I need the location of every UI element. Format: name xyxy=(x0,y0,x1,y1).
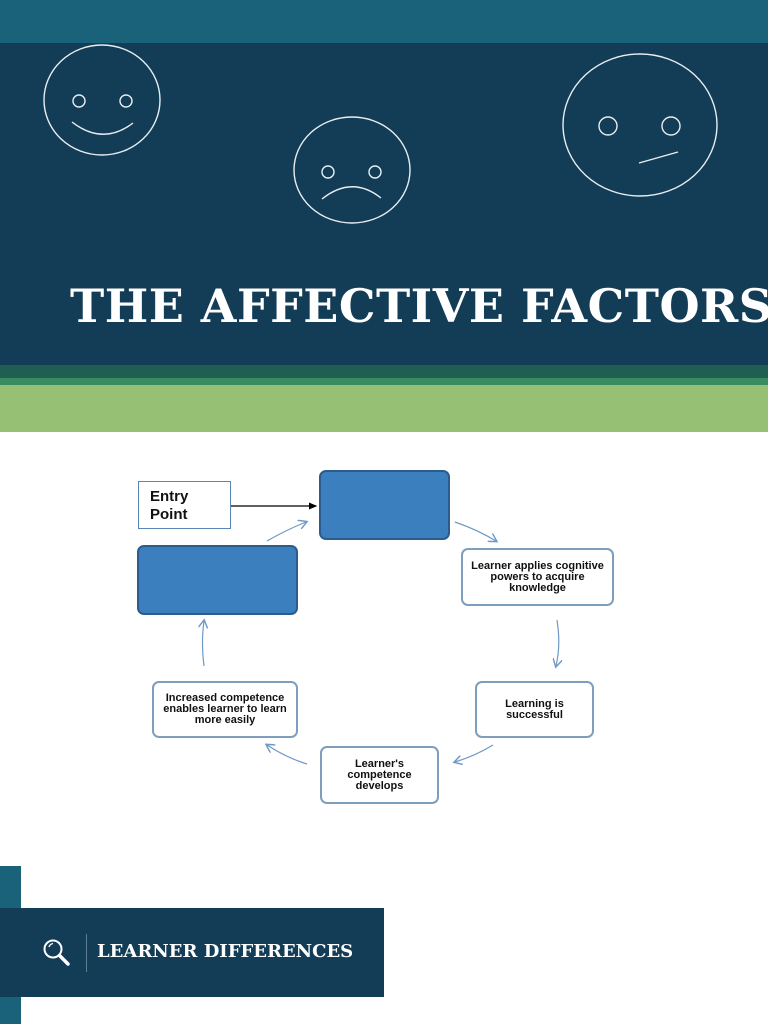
cycle-arrows xyxy=(0,502,768,832)
entry-point-label: Entry Point xyxy=(150,488,189,523)
footer-banner: LEARNER DIFFERENCES xyxy=(0,908,384,997)
stripe-mid xyxy=(0,378,768,385)
top-band xyxy=(0,0,768,43)
arrow-blue-to-top xyxy=(266,522,306,542)
faces-drawing xyxy=(43,44,718,224)
arrow-increased-to-blue xyxy=(203,621,205,667)
entry-point-box: Entry Point xyxy=(138,481,231,529)
node-learning-successful-text: Learning is successful xyxy=(505,697,564,721)
node-learning-successful: Learning is successful xyxy=(475,681,594,738)
node-learner-applies: Learner applies cognitive powers to acqu… xyxy=(461,548,614,606)
happy-face-icon xyxy=(43,44,161,156)
arrow-success-to-develops xyxy=(455,744,494,762)
footer-section-label: LEARNER DIFFERENCES xyxy=(97,941,354,962)
stripe-light xyxy=(0,385,768,432)
node-increased-competence: Increased competence enables learner to … xyxy=(152,681,298,738)
node-competence-develops-text: Learner's competence develops xyxy=(347,757,412,792)
footer-divider xyxy=(86,934,87,972)
node-learner-applies-text: Learner applies cognitive powers to acqu… xyxy=(471,559,604,594)
top-blue-box xyxy=(319,470,450,540)
stripe-dark xyxy=(0,365,768,378)
unsure-face-icon xyxy=(562,53,718,197)
node-increased-competence-text: Increased competence enables learner to … xyxy=(163,692,287,726)
node-competence-develops: Learner's competence develops xyxy=(320,746,439,804)
arrow-top-to-applies xyxy=(454,521,496,541)
sad-face-icon xyxy=(293,116,411,224)
arrow-applies-to-success xyxy=(556,619,559,666)
search-icon xyxy=(43,939,70,966)
learning-cycle-diagram xyxy=(0,432,768,832)
page-title: THE AFFECTIVE FACTORS xyxy=(70,279,768,333)
left-blue-box xyxy=(137,545,298,615)
arrow-develops-to-increased xyxy=(267,745,308,765)
hero-banner: THE AFFECTIVE FACTORS xyxy=(0,43,768,365)
